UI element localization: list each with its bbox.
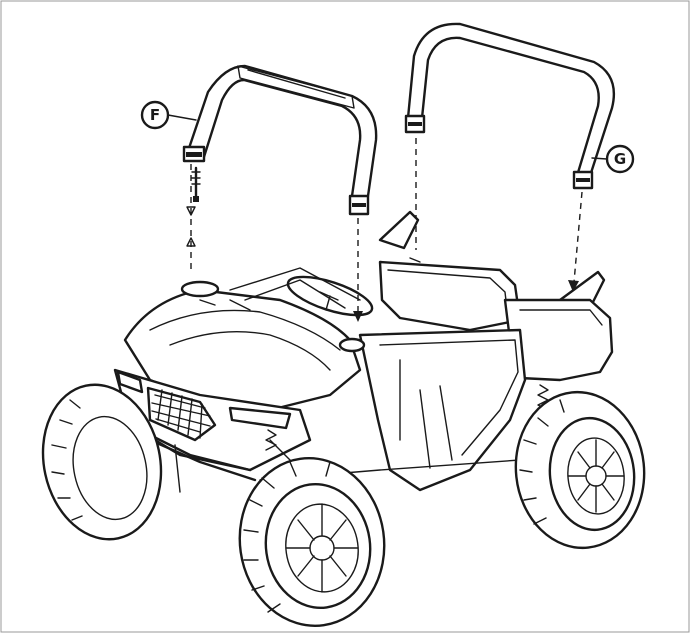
bolt-icon [191, 166, 201, 202]
wheel-front-right [238, 457, 386, 627]
callout-f-label: F [150, 106, 160, 124]
callout-g: G [591, 144, 635, 174]
wheel-rear-right [514, 390, 646, 550]
roll-bar-f [182, 64, 378, 216]
roll-bar-g [404, 22, 616, 190]
seat-fin-left [378, 210, 420, 250]
callout-g-label: G [614, 150, 626, 168]
hood [123, 288, 362, 412]
guide-line-g-right [573, 191, 583, 283]
callout-f: F [140, 100, 197, 130]
wheel-front-left [41, 383, 163, 541]
